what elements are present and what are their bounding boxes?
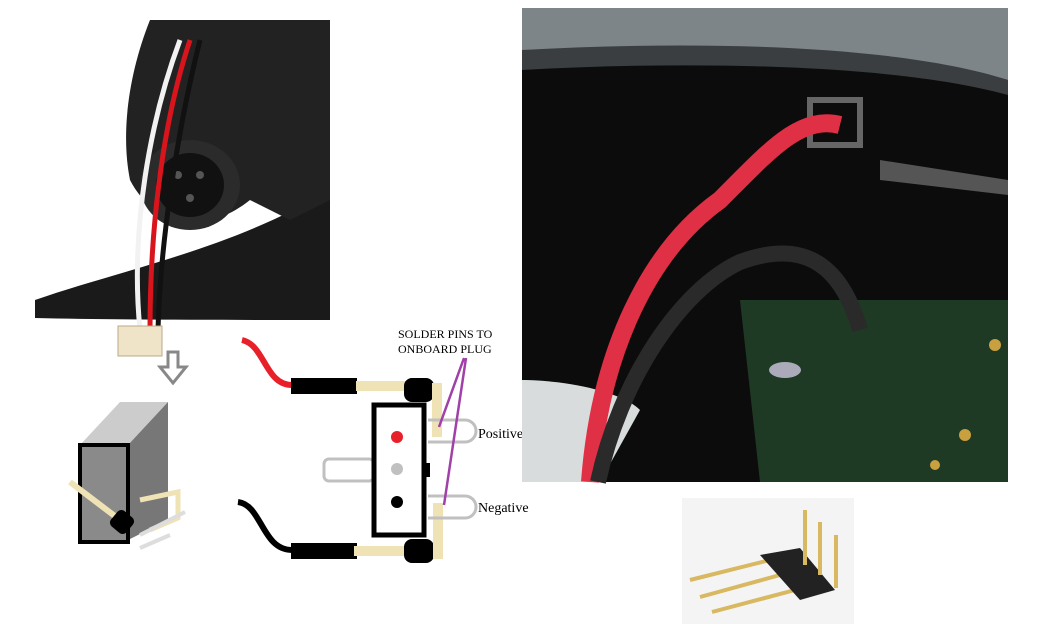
- bottom-pin-head: [404, 539, 434, 563]
- red-wire: [240, 337, 293, 388]
- negative-label: Negative: [478, 501, 529, 516]
- black-sleeve: [291, 543, 357, 559]
- right-angle-header-photo: [682, 498, 854, 624]
- connector-sketch: [68, 402, 186, 550]
- pointer-lines: [437, 357, 468, 506]
- black-wire: [237, 499, 293, 553]
- annotation-line1: SOLDER PINS TO: [398, 327, 493, 341]
- positive-label: Positive: [478, 427, 523, 442]
- down-arrow-icon: [156, 350, 190, 386]
- annotation-line2: ONBOARD PLUG: [398, 342, 492, 356]
- installed-wires-photo: [522, 8, 1008, 484]
- xlr-cable-photo: [35, 20, 330, 357]
- red-sleeve: [291, 378, 357, 394]
- onboard-plug: [371, 402, 430, 538]
- top-pin-head: [404, 378, 434, 402]
